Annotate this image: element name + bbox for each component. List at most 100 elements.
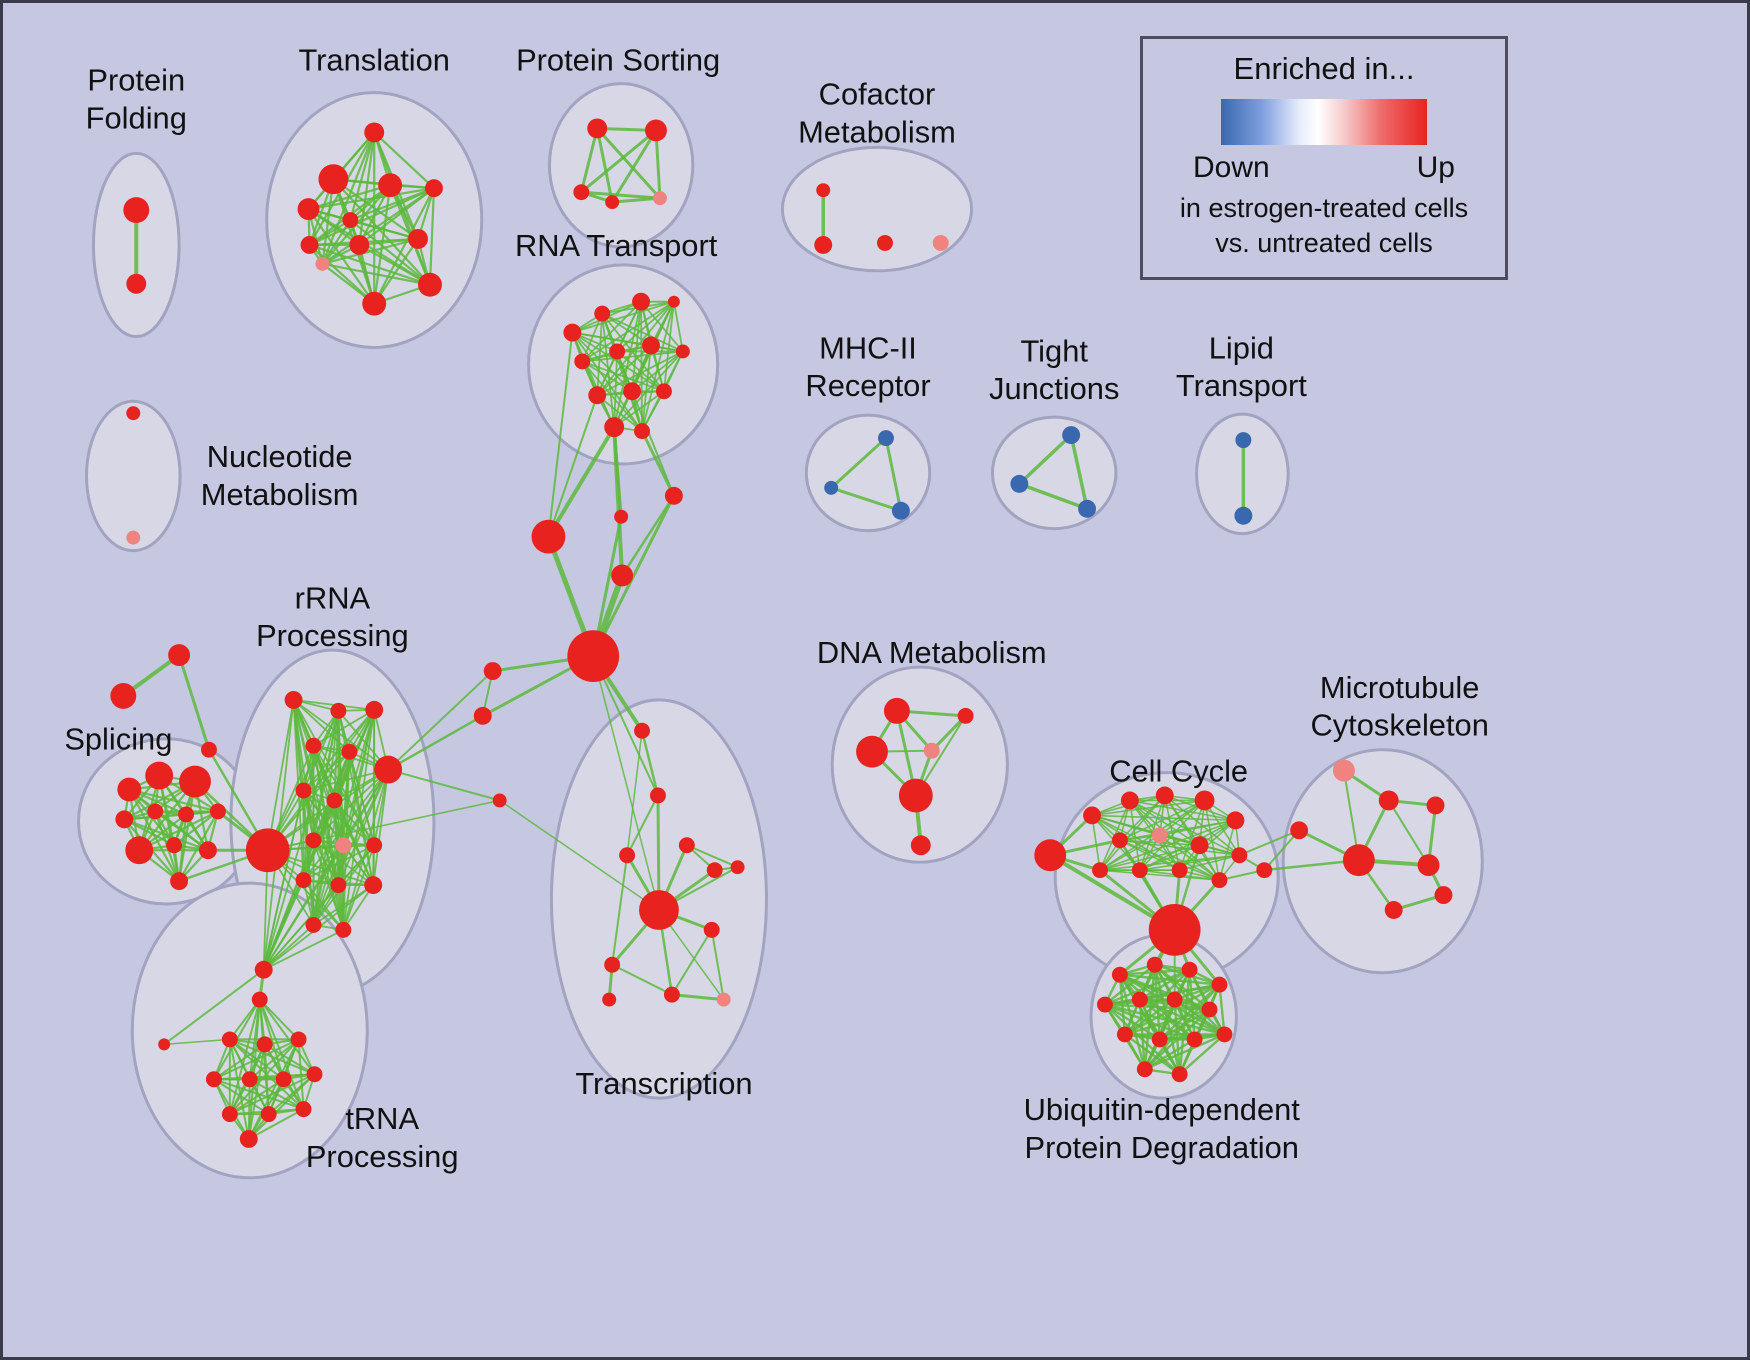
gene-set-node-up <box>1171 862 1188 879</box>
overlap-edge <box>302 750 351 792</box>
overlap-edge <box>262 789 305 971</box>
cluster-label-protein-folding: Folding <box>86 100 187 135</box>
overlap-edge <box>373 237 420 305</box>
gene-set-node-up <box>209 803 226 820</box>
overlap-edge <box>581 300 642 363</box>
overlap-edge <box>581 360 643 432</box>
cluster-label-protein-sorting: Protein Sorting <box>516 43 720 78</box>
gene-set-node-up <box>1194 790 1215 811</box>
gene-set-node-up <box>170 872 189 891</box>
overlap-edge <box>332 178 420 241</box>
gene-set-node-down <box>1078 499 1097 518</box>
overlap-edge <box>292 699 390 771</box>
overlap-edge <box>212 1043 266 1081</box>
gene-set-node-up-weak <box>932 234 949 251</box>
gene-set-node-up <box>587 118 608 139</box>
overlap-edge <box>349 218 432 286</box>
gene-set-node-up <box>115 810 134 829</box>
gene-set-node-up <box>166 837 183 854</box>
overlap-edge <box>592 655 660 911</box>
gene-set-node-up <box>305 737 322 754</box>
gene-set-node-up <box>594 305 611 322</box>
cluster-label-microtubule-cytoskeleton: Microtubule <box>1320 670 1480 705</box>
overlap-edge <box>247 1108 305 1140</box>
overlap-edge <box>1138 968 1191 1001</box>
gene-set-node-down <box>1234 506 1253 525</box>
overlap-edge <box>262 709 340 971</box>
gene-set-node-up <box>200 741 217 758</box>
gene-set-node-up <box>876 234 893 251</box>
overlap-edge <box>616 300 675 353</box>
overlap-edge <box>596 312 604 397</box>
gene-set-node-up <box>1120 791 1139 810</box>
overlap-edge <box>1123 998 1176 1036</box>
overlap-edge <box>1123 1008 1211 1036</box>
gene-set-node-up <box>306 1066 323 1083</box>
gene-set-node-up <box>1290 821 1309 840</box>
overlap-edge <box>613 350 684 429</box>
gene-set-node-up <box>295 782 312 799</box>
gene-set-node-up <box>1171 1066 1188 1083</box>
overlap-edge <box>631 350 684 393</box>
cluster-label-tight-junctions: Junctions <box>989 371 1119 406</box>
overlap-edge <box>1119 839 1221 881</box>
overlap-edge <box>358 187 436 247</box>
gene-set-node-up <box>609 343 626 360</box>
legend-endpoints: Down Up <box>1193 151 1455 185</box>
gene-set-node-up <box>221 1106 238 1123</box>
overlap-edge <box>571 331 633 393</box>
overlap-edge <box>321 218 352 265</box>
overlap-edge <box>266 709 340 852</box>
legend-down-label: Down <box>1193 151 1270 184</box>
cluster-mhc-ii-receptor <box>804 413 932 533</box>
gene-set-node-up <box>588 386 607 405</box>
gene-set-node-up <box>1231 847 1248 864</box>
overlap-edge <box>1069 433 1089 511</box>
overlap-edge <box>1218 983 1226 1036</box>
overlap-edge <box>262 879 305 971</box>
overlap-edge <box>1163 794 1221 881</box>
gene-set-node-up <box>305 832 322 849</box>
gene-set-node-up <box>178 806 195 823</box>
gene-set-node-up <box>655 383 672 400</box>
overlap-edge <box>173 810 220 847</box>
overlap-edge <box>1099 854 1241 871</box>
overlap-edge <box>248 1038 300 1081</box>
overlap-edge <box>620 494 676 577</box>
overlap-edge <box>829 486 903 513</box>
overlap-edge <box>1387 799 1430 867</box>
overlap-edge <box>342 844 376 931</box>
gene-set-node-up <box>198 841 217 860</box>
gene-set-node-up <box>703 921 720 938</box>
gene-set-node-up <box>126 273 147 294</box>
cluster-label-trna-processing: Processing <box>306 1139 459 1174</box>
overlap-edge <box>1099 834 1161 871</box>
gene-set-node-up <box>898 778 933 813</box>
gene-set-node-up <box>1426 796 1445 815</box>
gene-set-node-up <box>125 836 154 865</box>
overlap-edge <box>710 928 725 1001</box>
gene-set-node-up <box>602 992 617 1007</box>
gene-set-node-up <box>604 956 621 973</box>
overlap-edge <box>670 928 713 996</box>
overlap-edge <box>1178 1033 1226 1076</box>
gene-set-node-up <box>117 777 142 802</box>
gene-set-node-up <box>1211 976 1228 993</box>
gene-set-node-up <box>326 792 343 809</box>
gene-set-node-up-weak <box>315 256 330 271</box>
overlap-edge <box>571 300 675 334</box>
overlap-edge <box>1173 998 1226 1036</box>
overlap-edge <box>266 699 295 852</box>
overlap-edge <box>348 750 375 886</box>
overlap-edge <box>1178 799 1206 871</box>
overlap-edge <box>258 998 316 1076</box>
cluster-label-mhc-ii-receptor: Receptor <box>805 368 930 403</box>
gene-set-node-up <box>349 234 370 255</box>
cluster-label-lipid-transport: Transport <box>1176 368 1307 403</box>
overlap-edge <box>1119 839 1241 857</box>
overlap-edge <box>302 844 345 882</box>
gene-set-node-up <box>816 183 831 198</box>
gene-set-node-up <box>604 417 625 438</box>
gene-set-node-up <box>957 707 974 724</box>
overlap-edge <box>1099 794 1166 871</box>
